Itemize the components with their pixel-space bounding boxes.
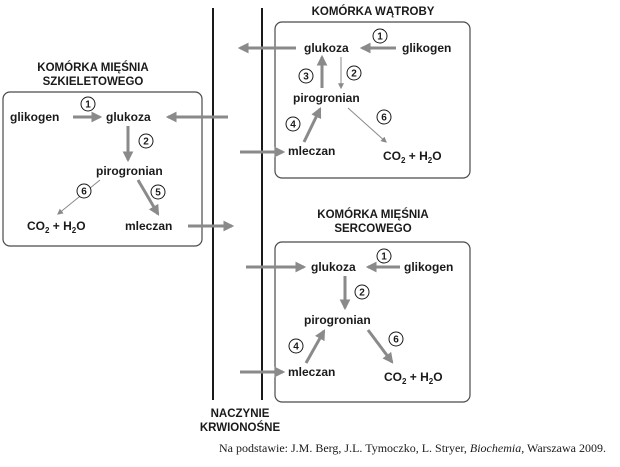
svg-text:6: 6	[81, 187, 87, 198]
liver-step-4: 4	[285, 116, 301, 132]
heart-step-4: 4	[288, 338, 304, 354]
skeletal-glikogen: glikogen	[10, 110, 59, 124]
liver-title: KOMÓRKA WĄTROBY	[312, 5, 435, 18]
svg-text:4: 4	[293, 342, 299, 353]
svg-text:1: 1	[85, 100, 91, 111]
skeletal-arrow-pirogronian-mleczan	[136, 179, 160, 216]
svg-text:6: 6	[393, 335, 399, 346]
liver-arrow-mleczan-pirogronian	[302, 107, 322, 143]
skeletal-step-6: 6	[76, 183, 92, 199]
heart-arrow-mleczan-pirogronian	[304, 329, 326, 364]
skeletal-pirogronian: pirogronian	[96, 164, 163, 178]
svg-text:3: 3	[303, 72, 309, 83]
skeletal-step-1: 1	[80, 96, 96, 112]
skeletal-title-line1: KOMÓRKA MIĘŚNIA	[37, 61, 148, 74]
vessel-label-line1: NACZYNIE	[211, 408, 270, 420]
svg-text:1: 1	[377, 32, 383, 43]
svg-text:2: 2	[359, 288, 365, 299]
heart-arrow-pirogronian-co2	[366, 329, 394, 364]
liver-mleczan: mleczan	[288, 144, 335, 158]
skeletal-step-5: 5	[150, 184, 166, 200]
svg-text:1: 1	[381, 252, 387, 263]
heart-title-line2: SERCOWEGO	[334, 223, 411, 235]
svg-text:4: 4	[290, 120, 296, 131]
skeletal-co2-h2o: CO2 + H2O	[27, 219, 86, 235]
heart-cell-box	[274, 241, 471, 403]
heart-mleczan: mleczan	[288, 365, 335, 379]
liver-co2-h2o: CO2 + H2O	[383, 149, 442, 165]
source-prefix: Na podstawie: J.M. Berg, J.L. Tymoczko, …	[219, 441, 470, 455]
svg-text:2: 2	[143, 137, 149, 148]
liver-glukoza: glukoza	[304, 41, 349, 55]
source-book-title: Biochemia	[469, 441, 522, 455]
vessel-label-line2: KRWIONOŚNE	[200, 421, 281, 434]
liver-step-3: 3	[298, 68, 314, 84]
svg-text:2: 2	[351, 69, 357, 80]
svg-text:5: 5	[155, 188, 161, 199]
heart-title-line1: KOMÓRKA MIĘŚNIA	[317, 208, 428, 221]
heart-step-2: 2	[354, 284, 370, 300]
liver-glikogen: glikogen	[402, 41, 451, 55]
heart-step-1: 1	[376, 248, 392, 264]
svg-text:6: 6	[381, 113, 387, 124]
liver-pirogronian: pirogronian	[293, 91, 360, 105]
heart-co2-h2o: CO2 + H2O	[384, 370, 443, 386]
liver-cell-box	[274, 21, 471, 179]
skeletal-cell-box	[2, 91, 203, 247]
liver-step-6: 6	[376, 109, 392, 125]
skeletal-step-2: 2	[138, 133, 154, 149]
skeletal-title-line2: SZKIELETOWEGO	[43, 76, 144, 88]
heart-glikogen: glikogen	[404, 260, 453, 274]
source-citation: Na podstawie: J.M. Berg, J.L. Tymoczko, …	[0, 441, 620, 456]
skeletal-mleczan: mleczan	[125, 219, 172, 233]
liver-step-2: 2	[346, 65, 362, 81]
skeletal-arrow-pirogronian-co2	[57, 179, 101, 215]
heart-step-6: 6	[388, 331, 404, 347]
heart-pirogronian: pirogronian	[304, 313, 371, 327]
heart-glukoza: glukoza	[311, 260, 356, 274]
skeletal-glukoza: glukoza	[106, 110, 151, 124]
liver-arrow-pirogronian-co2	[347, 107, 387, 143]
source-suffix: , Warszawa 2009.	[521, 441, 606, 455]
liver-step-1: 1	[372, 28, 388, 44]
